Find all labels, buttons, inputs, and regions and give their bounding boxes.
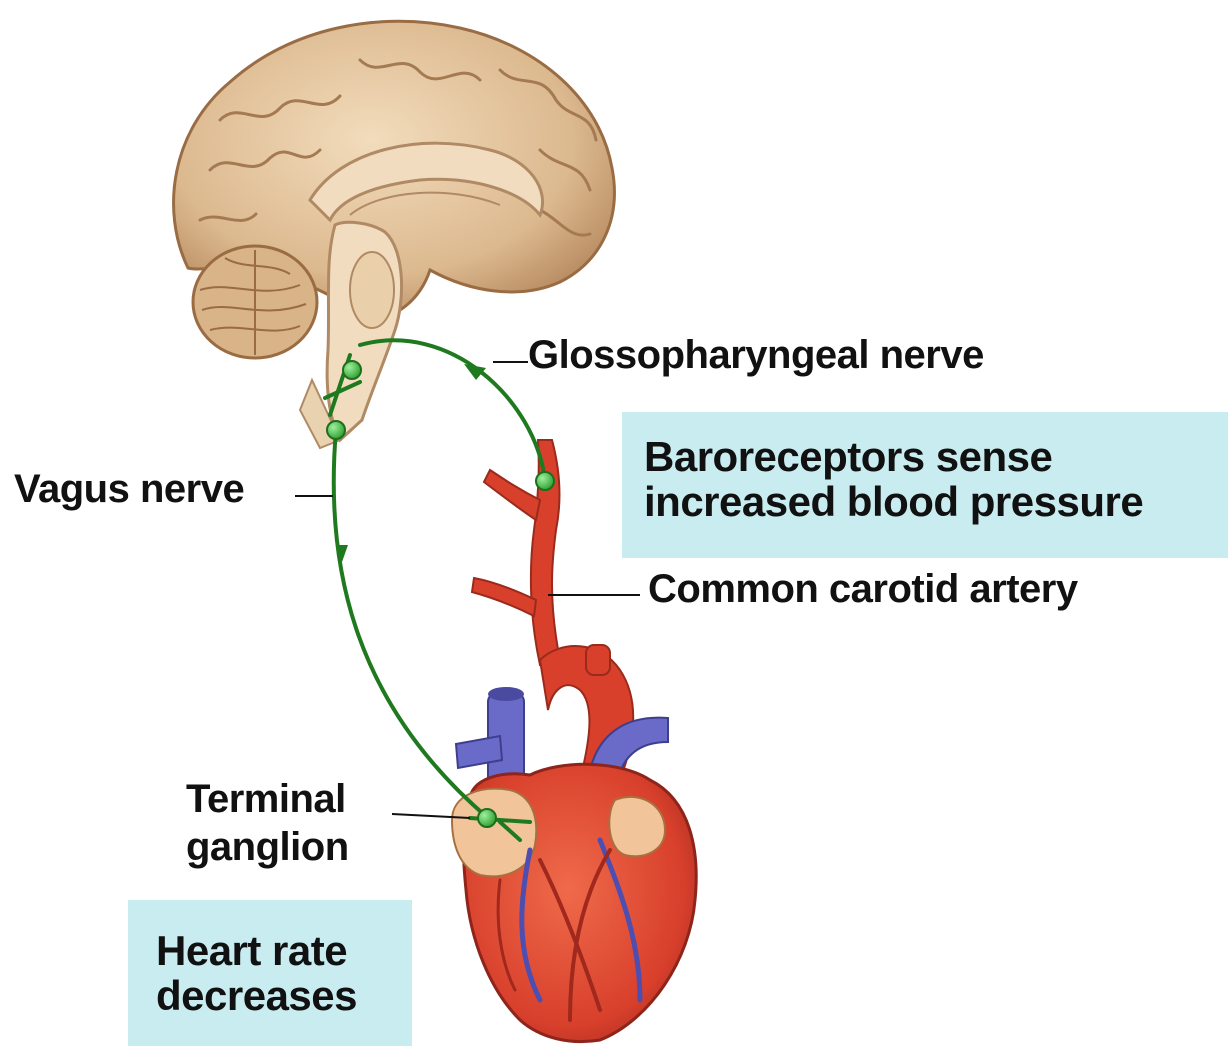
terminal-ganglion-label-line1: Terminal [186, 778, 346, 821]
baroreceptors-callout: Baroreceptors sense increased blood pres… [622, 412, 1228, 558]
heart-illustration [452, 645, 696, 1042]
brain-illustration [174, 21, 615, 448]
brainstem-ganglion-upper [343, 361, 361, 379]
vagus-nerve-label: Vagus nerve [14, 468, 244, 511]
brainstem-ganglion-lower [327, 421, 345, 439]
cerebellum [193, 246, 317, 358]
terminal-ganglion-dot [478, 809, 496, 827]
glossopharyngeal-nerve-label: Glossopharyngeal nerve [528, 334, 984, 377]
baroreceptors-line2: increased blood pressure [644, 479, 1228, 524]
heart-rate-line1: Heart rate [156, 928, 412, 973]
baroreceptor-ganglion [536, 472, 554, 490]
baroreceptors-line1: Baroreceptors sense [644, 434, 1228, 479]
heart-rate-callout: Heart rate decreases [128, 900, 412, 1046]
heart-rate-line2: decreases [156, 973, 412, 1018]
terminal-ganglion-label-line2: ganglion [186, 826, 349, 869]
common-carotid-artery-label: Common carotid artery [648, 568, 1078, 611]
